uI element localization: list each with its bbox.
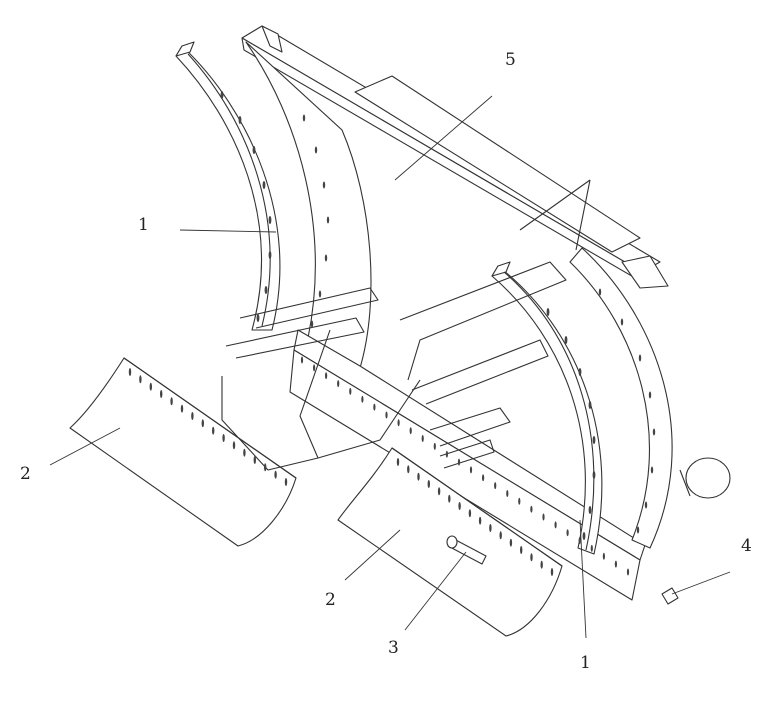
leader-3	[404, 551, 467, 631]
leader-1-left	[179, 229, 277, 233]
cutting-edge-part-2-left	[69, 357, 297, 547]
leader-5	[394, 95, 493, 181]
main-frame-part-5	[241, 25, 731, 601]
leader-lines	[49, 95, 731, 639]
callout-3: 3	[388, 638, 399, 658]
callout-1-right: 1	[580, 653, 591, 673]
nut-part-4	[661, 587, 679, 605]
leader-1-right	[579, 519, 587, 639]
callout-5: 5	[505, 50, 516, 70]
curved-strip-part-1-right	[491, 261, 603, 555]
watermark-logo	[221, 261, 567, 471]
callout-1-left: 1	[138, 215, 149, 235]
mounting-slots	[128, 91, 656, 576]
leader-4	[671, 571, 731, 595]
callout-2-left: 2	[20, 464, 31, 484]
callout-4: 4	[741, 536, 752, 556]
callout-2-right: 2	[325, 590, 336, 610]
leader-2-right	[344, 529, 401, 581]
bolt-part-3	[446, 535, 487, 565]
leader-2-left	[49, 427, 121, 466]
